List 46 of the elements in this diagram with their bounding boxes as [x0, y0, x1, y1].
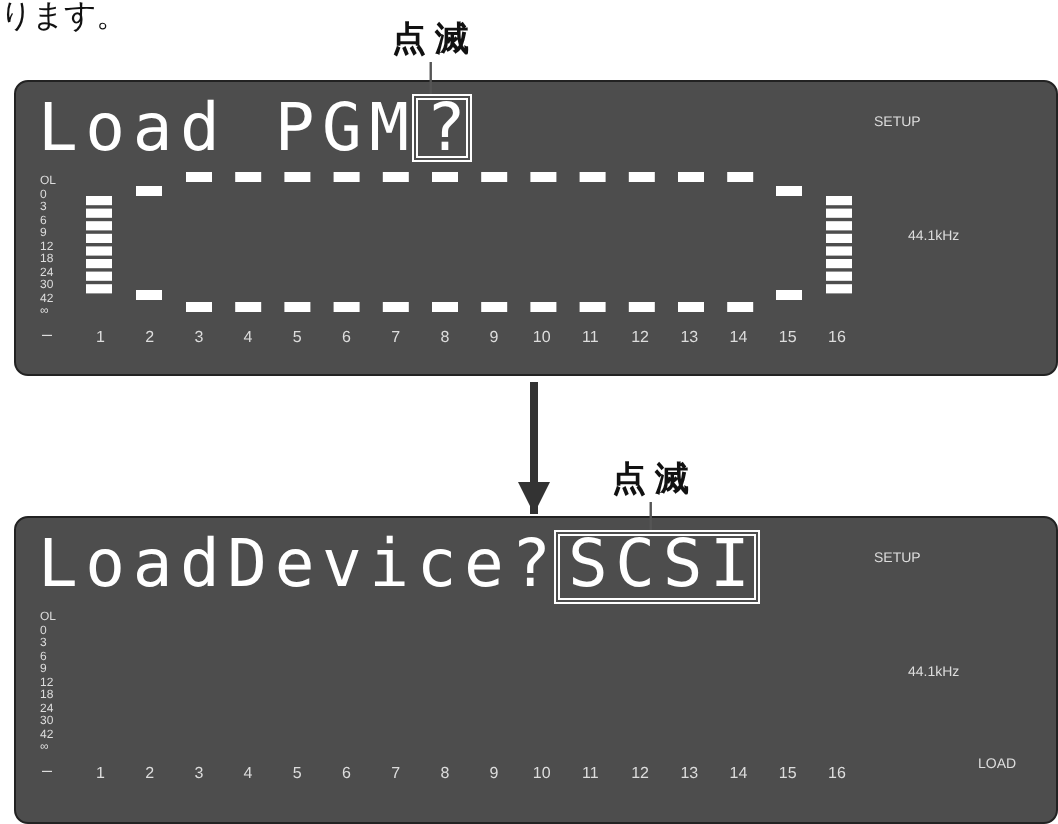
- display-label: 2: [145, 766, 155, 782]
- display-label: 10: [532, 766, 551, 782]
- display-label: 5: [292, 766, 302, 782]
- display-label: 6: [342, 766, 351, 782]
- display-label: 12: [631, 330, 649, 346]
- leader-line: [429, 62, 432, 94]
- leader-line: [649, 502, 652, 530]
- display-label: 4: [243, 330, 253, 346]
- lcd-display-panel: [14, 516, 1058, 824]
- display-label: 1: [96, 330, 105, 346]
- display-label: 8: [440, 330, 450, 346]
- arrow: [518, 382, 550, 514]
- display-label: 5: [292, 330, 302, 346]
- highlighted-display-text: ?: [412, 94, 472, 162]
- display-label: 13: [680, 766, 699, 782]
- callout-text: 点 滅: [392, 16, 470, 62]
- display-label: 13: [680, 330, 699, 346]
- display-label: –: [42, 762, 53, 780]
- display-label: 1: [96, 766, 105, 782]
- display-label: 6: [342, 330, 351, 346]
- display-text: LoadDevice?: [38, 532, 559, 596]
- display-label: 7: [391, 330, 401, 346]
- display-label: –: [42, 326, 53, 344]
- display-text: Load PGM: [38, 96, 417, 160]
- display-label: 11: [582, 766, 599, 782]
- lcd-display-panel: [14, 80, 1058, 376]
- display-label: 3: [194, 766, 204, 782]
- text-fragment: ります。: [0, 2, 128, 34]
- display-label: 4: [243, 766, 253, 782]
- callout-text: 点 滅: [612, 456, 690, 502]
- display-label: 11: [582, 330, 599, 346]
- display-label: 14: [729, 766, 748, 782]
- display-label: 12: [631, 766, 649, 782]
- display-label: 2: [145, 330, 155, 346]
- display-label: 16: [828, 766, 846, 782]
- display-label: 15: [778, 766, 797, 782]
- display-label: 16: [828, 330, 846, 346]
- display-label: 15: [778, 330, 797, 346]
- display-label: 9: [489, 330, 499, 346]
- display-label: 8: [440, 766, 450, 782]
- highlighted-display-text: SCSI: [554, 530, 760, 604]
- display-label: 10: [532, 330, 551, 346]
- display-label: 7: [391, 766, 401, 782]
- display-label: 9: [489, 766, 499, 782]
- display-label: 14: [729, 330, 748, 346]
- display-label: 3: [194, 330, 204, 346]
